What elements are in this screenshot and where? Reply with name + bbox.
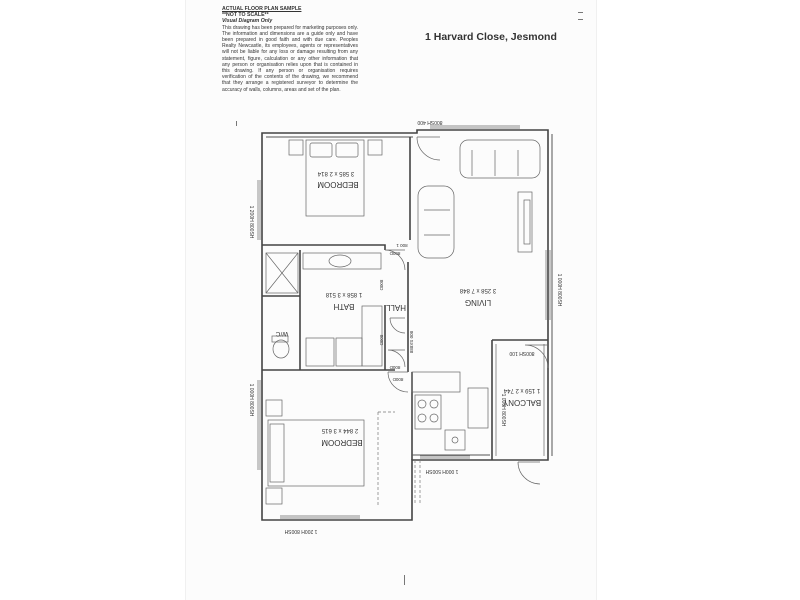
bath-name: BATH (333, 302, 354, 311)
bed-top (288, 139, 383, 217)
not-to-scale-note: **NOT TO SCALE** (222, 12, 269, 19)
disclaimer-subtitle: Visual Diagram Only (222, 18, 273, 25)
disclaimer-body: This drawing has been prepared for marke… (222, 24, 358, 93)
property-address: 1 Harvard Close, Jesmond (425, 31, 557, 43)
bedroom2-name: BEDROOM (321, 438, 363, 447)
bedroom1-name: BEDROOM (317, 180, 359, 189)
door-bath-label-1: 800D (379, 280, 384, 292)
hall-name: HALL (385, 303, 406, 312)
living-name: LIVING (465, 298, 491, 307)
right-window-label-2: 1 000H 800SH (500, 394, 506, 427)
left-window-label-1: 1 200H 800SH (248, 206, 254, 239)
outer-walls (261, 129, 553, 521)
top-window-label: 800SH 400 (417, 119, 442, 125)
living-dims: 3 258 x 7 848 (459, 287, 496, 293)
balcony-door-label: 800SH 100 (509, 350, 534, 356)
kitchen (411, 371, 489, 451)
door-bed1-label: 800D (389, 251, 401, 256)
doors (377, 136, 549, 505)
corner-mark (578, 19, 583, 20)
door-hall-label: 800D (389, 365, 401, 370)
bottom-window-label-1: 1 200H 800SH (284, 528, 317, 534)
room-labels: BEDROOM 3 585 x 2 814 BATH 1 858 x 3 518… (275, 170, 541, 447)
bedroom2-dims: 2 844 x 3 615 (321, 427, 358, 433)
corner-mark (578, 12, 583, 13)
wc-name: W/C (275, 330, 288, 337)
door-living-label-2: 800 1 (396, 243, 408, 248)
balcony-dims: 1 159 x 2 744 (503, 387, 540, 393)
bed-bottom (265, 399, 365, 505)
wc-fixture (271, 335, 290, 359)
opening-labels: 800SH 400 1 200H 800SH 1 000H 800SH 1 00… (248, 119, 562, 534)
disclaimer-title: ACTUAL FLOOR PLAN SAMPLE (222, 6, 302, 12)
left-window-label-2: 1 000H 800SH (248, 384, 254, 417)
right-window-label-1: 1 000H 800SH (556, 274, 562, 307)
living-furniture (417, 139, 541, 259)
door-bed2-label: 800D (392, 377, 404, 382)
bath-fixtures (265, 252, 383, 367)
document-sheet (186, 0, 596, 600)
interior-walls (262, 137, 548, 460)
bath-dims: 1 858 x 3 518 (325, 291, 362, 297)
door-bath-label-2: 800D (379, 335, 384, 347)
door-living-label: 800 SX888 (409, 331, 414, 354)
disclaimer-block: ACTUAL FLOOR PLAN SAMPLE **NOT TO SCALE*… (222, 6, 358, 93)
balcony-rails (495, 344, 545, 456)
bedroom1-dims: 3 585 x 2 814 (317, 170, 354, 176)
windows (257, 125, 551, 519)
balcony-name: BALCONY (502, 398, 541, 407)
bottom-window-label-2: 1 000H 500SH (425, 468, 458, 474)
corner-mark (404, 575, 405, 585)
corner-mark (236, 121, 237, 126)
